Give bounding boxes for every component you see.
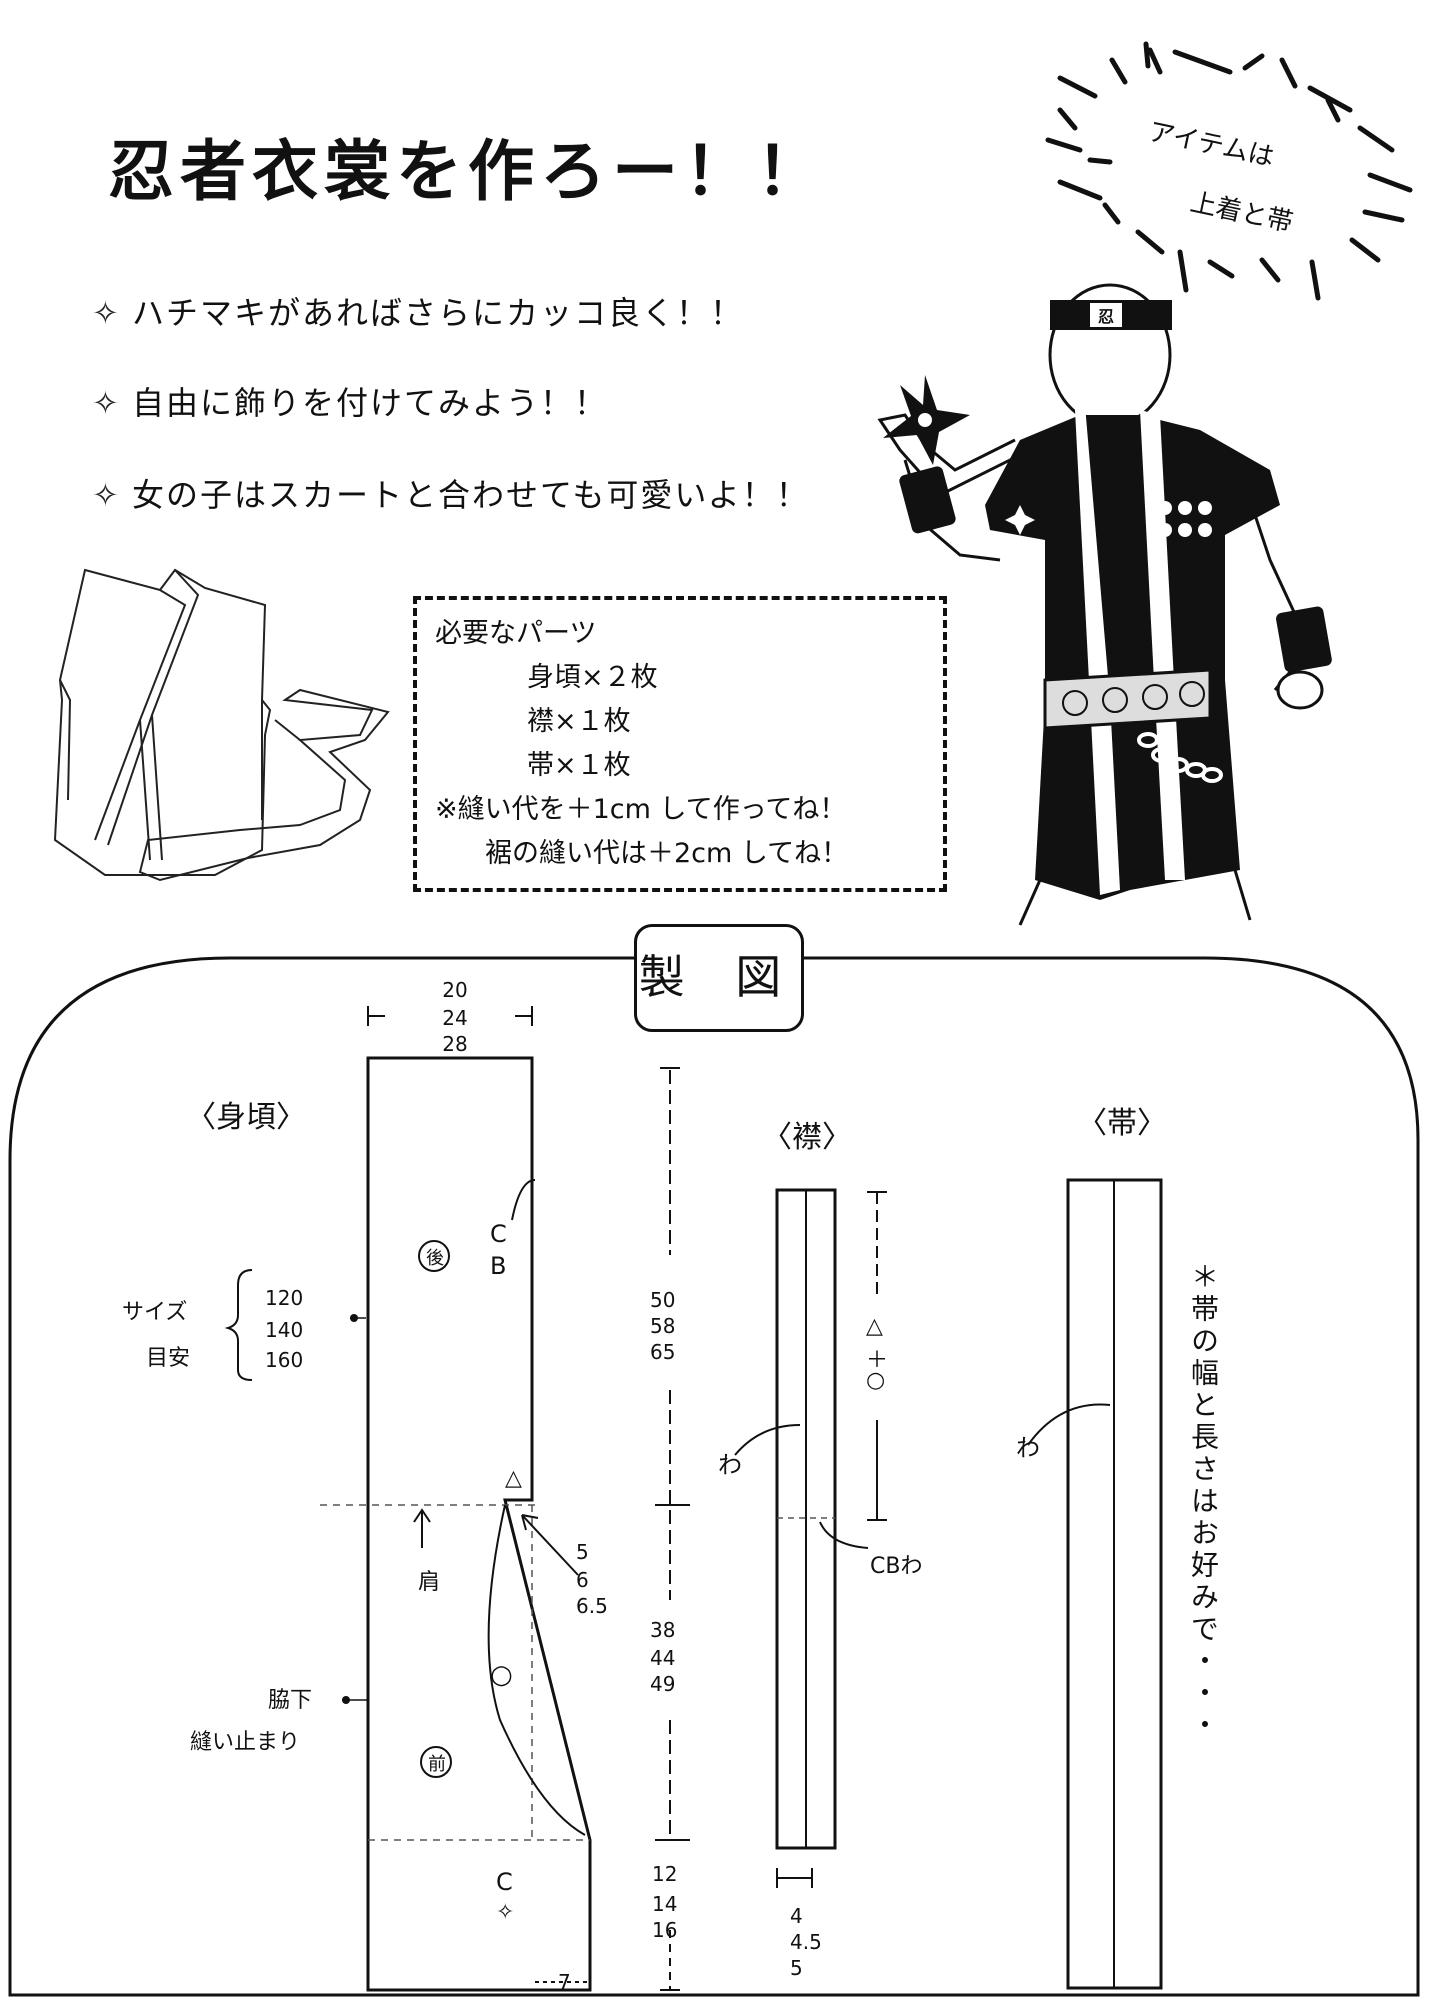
parts-heading: 必要なパーツ [435, 618, 597, 649]
width-value-2: 24 [442, 1006, 468, 1030]
neck-drop-2: 6 [576, 1568, 589, 1592]
belt-fold: わ [1016, 1434, 1040, 1462]
pattern-heading: 製 図 [634, 924, 804, 1032]
size-label-1: サイズ [122, 1300, 188, 1325]
shoulder-label: 肩 [418, 1570, 441, 1595]
belt-note: ＊帯の幅と長さはお好みで・・・ [1187, 1262, 1220, 1742]
bottom-width: 7 [558, 1970, 571, 1994]
hem-length-1: 12 [652, 1862, 678, 1886]
upper-length-1: 50 [650, 1288, 676, 1312]
neck-drop-1: 5 [576, 1540, 589, 1564]
collar-plus: ＋ [866, 1348, 889, 1373]
parts-note-hem: 裾の縫い代は＋2cm してね！ [485, 838, 849, 869]
collar-circle: ○ [866, 1368, 886, 1393]
collar-width-1: 4 [790, 1904, 803, 1928]
collar-pattern [775, 1188, 837, 1850]
parts-item-belt: 帯×１枚 [527, 750, 631, 781]
collar-cb-fold: CBわ [870, 1554, 923, 1579]
hem-length-2: 14 [652, 1892, 678, 1916]
cf-label-star: ✧ [496, 1900, 515, 1925]
headband-mark: 忍 [1098, 307, 1115, 326]
triangle-mark: △ [505, 1466, 522, 1491]
lower-length-2: 44 [650, 1646, 676, 1670]
parts-item-body: 身頃×２枚 [527, 662, 658, 693]
cf-label-c: C [496, 1868, 513, 1896]
circle-mark: ○ [490, 1660, 513, 1690]
parts-item-collar: 襟×１枚 [527, 706, 631, 737]
underarm-label-1: 脇下 [268, 1688, 313, 1713]
belt-label: 〈帯〉 [1077, 1106, 1167, 1141]
tip-3: ✧女の子はスカートと合わせても可愛いよ！！ [92, 476, 810, 514]
body-label: 〈身頃〉 [186, 1100, 306, 1135]
collar-triangle: △ [866, 1314, 883, 1339]
parts-note-seam: ※縫い代を＋1cm して作ってね！ [435, 794, 847, 825]
collar-width-2: 4.5 [790, 1930, 822, 1954]
lower-length-1: 38 [650, 1618, 676, 1642]
size-label-2: 目安 [146, 1346, 191, 1371]
upper-length-3: 65 [650, 1340, 676, 1364]
underarm-label-2: 縫い止まり [190, 1730, 301, 1755]
collar-label: 〈襟〉 [762, 1120, 852, 1155]
size-140: 140 [265, 1318, 304, 1342]
size-160: 160 [265, 1348, 304, 1372]
sparkle-icon: ✧ [92, 384, 121, 422]
body-pattern [366, 1056, 592, 1992]
width-value-3: 28 [442, 1032, 468, 1056]
cb-label-b: B [490, 1252, 507, 1280]
back-mark: 後 [426, 1248, 444, 1269]
collar-fold: わ [718, 1451, 742, 1479]
front-mark: 前 [428, 1754, 446, 1775]
belt-pattern [1066, 1178, 1163, 1990]
vest-illustration [53, 568, 272, 876]
neck-drop-3: 6.5 [576, 1594, 608, 1618]
size-120: 120 [265, 1286, 304, 1310]
tip-1: ✧ハチマキがあればさらにカッコ良く！！ [92, 294, 745, 332]
sparkle-icon: ✧ [92, 294, 121, 332]
upper-length-2: 58 [650, 1314, 676, 1338]
ninja-illustration [877, 283, 1332, 926]
page-title: 忍者衣裳を作ろー！！ [108, 133, 828, 210]
collar-width-3: 5 [790, 1956, 803, 1980]
cb-label-c: C [490, 1220, 507, 1248]
required-parts-box: 必要なパーツ 身頃×２枚 襟×１枚 帯×１枚 ※縫い代を＋1cm して作ってね！… [413, 596, 947, 892]
hem-length-3: 16 [652, 1918, 678, 1942]
belt-illustration [138, 688, 390, 882]
sparkle-icon: ✧ [92, 476, 121, 514]
lower-length-3: 49 [650, 1672, 676, 1696]
tip-2: ✧自由に飾りを付けてみよう！！ [92, 384, 609, 422]
width-value-1: 20 [442, 978, 468, 1002]
